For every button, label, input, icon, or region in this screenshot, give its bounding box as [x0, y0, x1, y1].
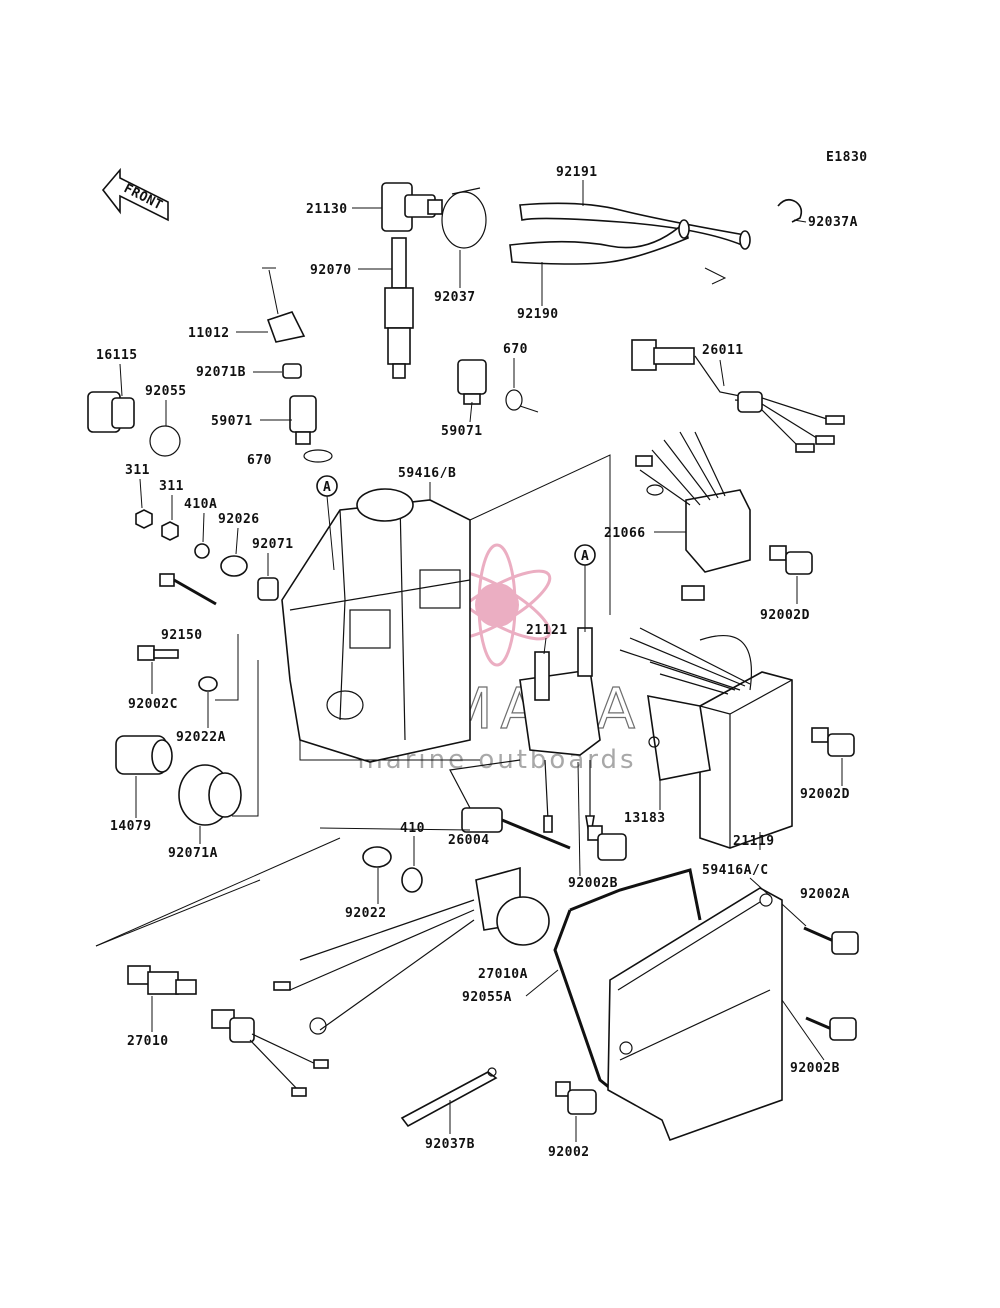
part-label: 92002D [800, 787, 850, 802]
hose-clamp [441, 187, 487, 249]
connector-small [681, 585, 705, 601]
part-label: 92002A [800, 887, 850, 902]
part-label: 92002D [760, 608, 810, 623]
drain-plug [87, 391, 135, 433]
diagram-code: E1830 [826, 150, 868, 165]
reference-marker-a-right: A [574, 544, 596, 632]
plug-cap [262, 267, 306, 343]
cable-strap [400, 1067, 498, 1128]
part-label: 670 [247, 453, 272, 468]
part-label: 92037A [808, 215, 858, 230]
hose-fitting-left [289, 395, 317, 445]
washer-92022a [198, 676, 218, 692]
part-label: 92150 [161, 628, 203, 643]
part-label: 410 [400, 821, 425, 836]
part-label: 92037B [425, 1137, 475, 1152]
washer-410 [401, 867, 423, 893]
part-label: 92022A [176, 730, 226, 745]
reference-marker-a-left: A [316, 475, 338, 571]
part-label: 92002B [568, 876, 618, 891]
front-arrow-icon: FRONT [101, 167, 169, 222]
part-label: 92037 [434, 290, 476, 305]
bolt-92002d-mid [811, 727, 855, 757]
regulator [635, 431, 751, 573]
washer-92022 [362, 846, 392, 868]
part-label: 21119 [733, 834, 775, 849]
part-label: 59416/B [398, 466, 456, 481]
part-label: 59071 [441, 424, 483, 439]
part-label: 11012 [188, 326, 230, 341]
nut-311-b [161, 521, 179, 541]
electric-case [281, 454, 611, 763]
part-label: 670 [503, 342, 528, 357]
bolt-92002a [803, 926, 859, 955]
o-ring-left [303, 449, 333, 463]
nut-311-a [135, 509, 153, 529]
marker-a-right-label: A [581, 549, 589, 564]
front-label: FRONT [121, 181, 165, 213]
part-label: 92002C [128, 697, 178, 712]
grommet-92026 [220, 555, 248, 577]
part-label: 59416A/C [702, 863, 769, 878]
part-label: 311 [125, 463, 150, 478]
part-label: 26004 [448, 833, 490, 848]
bracket-13183 [647, 695, 711, 781]
part-label: 92055 [145, 384, 187, 399]
part-label: 59071 [211, 414, 253, 429]
sensor-26004 [449, 759, 571, 850]
sensor-14079 [115, 735, 173, 775]
part-label: 92071A [168, 846, 218, 861]
bolt-92150 [159, 573, 217, 606]
water-hose-lower [509, 219, 727, 285]
part-label: 27010 [127, 1034, 169, 1049]
part-label: 410A [184, 497, 217, 512]
part-label: 21130 [306, 202, 348, 217]
cap-92071 [257, 577, 279, 601]
washer-410a [194, 543, 210, 559]
marker-a-left-label: A [323, 480, 331, 495]
part-label: 14079 [110, 819, 152, 834]
part-label: 92191 [556, 165, 598, 180]
hose-clip [777, 198, 803, 223]
hose-fitting-right [457, 359, 487, 405]
igniter-box [619, 627, 793, 849]
bolt-92002 [555, 1081, 597, 1115]
o-ring-right [505, 389, 523, 411]
part-label: 92055A [462, 990, 512, 1005]
spark-plug-cap [381, 182, 443, 232]
part-label: 92022 [345, 906, 387, 921]
sensor-27010 [95, 837, 341, 1097]
spark-plug [384, 237, 414, 379]
part-label: 92071 [252, 537, 294, 552]
part-label: 92071B [196, 365, 246, 380]
part-label: 92002B [790, 1061, 840, 1076]
part-label: 311 [159, 479, 184, 494]
part-label: 26011 [702, 343, 744, 358]
bolt-92002d-top [769, 545, 813, 575]
starter-relay [273, 866, 550, 1035]
part-label: 92190 [517, 307, 559, 322]
part-label: 27010A [478, 967, 528, 982]
part-label: 92026 [218, 512, 260, 527]
bolt-92002b-right [805, 1016, 857, 1041]
part-label: 92070 [310, 263, 352, 278]
case-cover [607, 887, 783, 1142]
part-labels: 21130 92037 92191 92190 92037A 11012 920… [96, 165, 858, 1160]
part-label: 16115 [96, 348, 138, 363]
part-label: 13183 [624, 811, 666, 826]
bolt-92002c [137, 645, 179, 661]
ignition-coil [519, 627, 601, 841]
part-label: 21121 [526, 623, 568, 638]
bolt-92002b-center [587, 825, 627, 861]
cap-92071a [178, 764, 242, 826]
o-ring-92055 [149, 425, 181, 457]
part-label: 21066 [604, 526, 646, 541]
connector-26011 [631, 339, 845, 453]
part-label: 92002 [548, 1145, 590, 1160]
small-cap [282, 363, 302, 379]
water-hose-upper [519, 202, 751, 250]
